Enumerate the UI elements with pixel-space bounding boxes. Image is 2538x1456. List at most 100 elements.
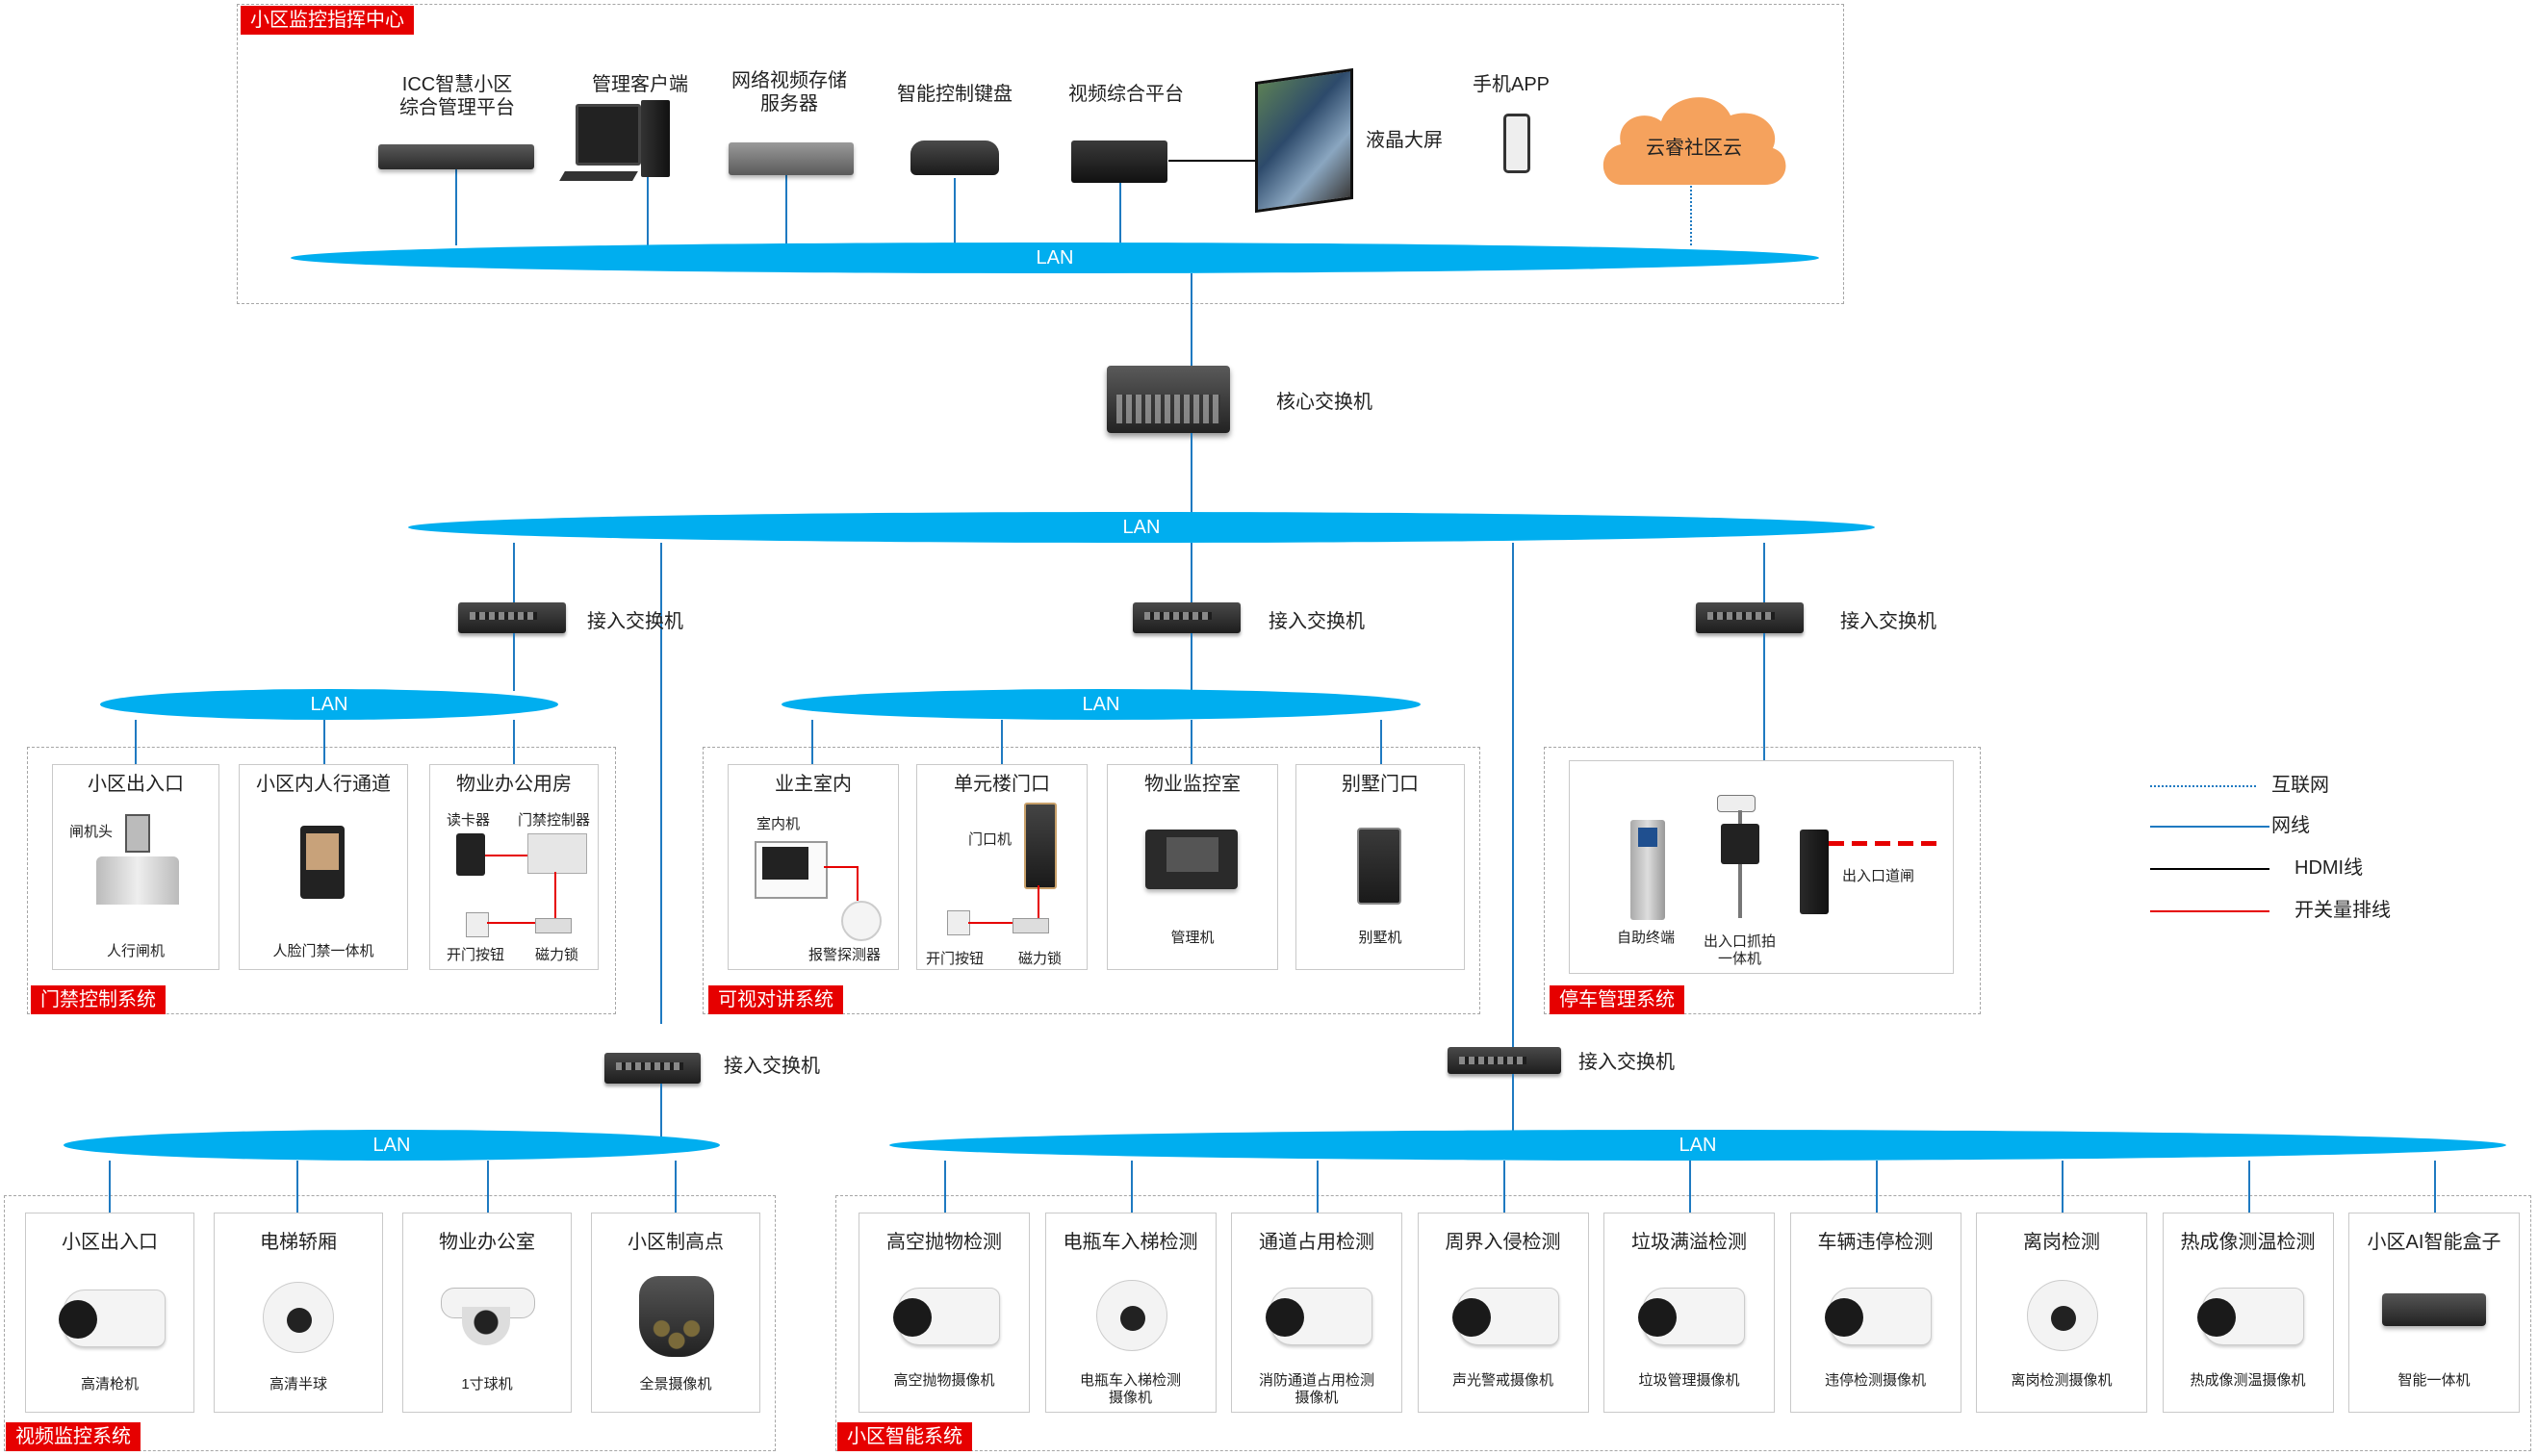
ac-label: 开门按钮	[447, 947, 505, 963]
nvr-icon	[729, 142, 854, 175]
barrier-arm	[1829, 841, 1936, 846]
indoor-monitor-screen	[762, 847, 808, 880]
access-switch-label: 接入交换机	[587, 611, 683, 632]
lan-bus-video: LAN	[64, 1130, 720, 1161]
smart-caption: 智能一体机	[2397, 1372, 2471, 1389]
signal-line	[485, 855, 527, 856]
ptz-camera-lens	[462, 1307, 510, 1345]
parking-label: 出入口道闸	[1842, 868, 1915, 884]
controller-icon	[527, 833, 587, 874]
lan-bus-smart: LAN	[889, 1130, 2506, 1161]
line-ic-3	[1191, 720, 1192, 764]
smart-card-title: 热成像测温检测	[2180, 1232, 2316, 1253]
legend-hdmi-label: HDMI线	[2294, 857, 2364, 879]
line-keyboard	[954, 178, 956, 245]
ai-box-icon	[2382, 1293, 2486, 1326]
dome-camera-icon	[1095, 1280, 1167, 1351]
hdmi-line	[1168, 160, 1255, 162]
dome-camera-icon	[2027, 1280, 2098, 1351]
command-center-region	[237, 4, 1844, 304]
intercom-region	[703, 747, 1480, 1014]
smart-card-title: 高空抛物检测	[886, 1232, 1002, 1253]
access-switch-label: 接入交换机	[724, 1056, 820, 1077]
ac-card-title: 小区内人行通道	[256, 774, 391, 795]
door-station-icon	[1024, 803, 1057, 889]
icc-server-icon	[378, 144, 534, 169]
access-switch-icon	[458, 602, 566, 633]
nvr-label: 网络视频存储 服务器	[731, 70, 847, 115]
ic-label: 别墅机	[1358, 930, 1402, 946]
ic-card-unit	[916, 764, 1088, 970]
signal-line-v	[554, 872, 556, 918]
ic-card-title: 别墅门口	[1342, 774, 1419, 795]
legend-switch-label: 开关量排线	[2294, 900, 2391, 921]
parking-label: 出入口抓拍 一体机	[1704, 933, 1777, 967]
smart-caption: 垃圾管理摄像机	[1638, 1372, 1740, 1389]
smart-caption: 声光警戒摄像机	[1451, 1372, 1554, 1389]
phone-icon	[1503, 114, 1530, 173]
bullet-camera-icon	[1266, 1288, 1372, 1345]
terminal-screen	[1638, 828, 1657, 847]
line-nvr	[785, 173, 787, 245]
ic-label: 室内机	[756, 816, 801, 832]
video-platform-icon	[1071, 140, 1167, 183]
line-v-1	[109, 1161, 111, 1213]
smart-caption: 消防通道占用检测 摄像机	[1258, 1372, 1375, 1406]
ac-label: 人脸门禁一体机	[272, 943, 374, 959]
line-smart	[1875, 1161, 1878, 1213]
parking-tag: 停车管理系统	[1550, 985, 1684, 1014]
villa-station-icon	[1357, 828, 1401, 905]
lcd-wall-icon	[1255, 67, 1353, 214]
video-card-title: 小区出入口	[62, 1232, 158, 1253]
smart-card-title: 垃圾满溢检测	[1631, 1232, 1747, 1253]
access-switch-icon	[1133, 602, 1241, 633]
video-tag: 视频监控系统	[6, 1422, 141, 1451]
line-mid-to-smart-switch	[1512, 543, 1514, 1053]
ac-card-entrance	[52, 764, 219, 970]
line-smart	[2062, 1161, 2064, 1213]
video-caption: 高清半球	[269, 1376, 328, 1392]
ic-label: 报警探测器	[808, 947, 882, 963]
ac-label: 磁力锁	[535, 947, 579, 963]
ic-label: 门口机	[968, 831, 1013, 848]
ac-label: 闸机头	[69, 824, 114, 840]
cloud-label: 云睿社区云	[1646, 138, 1742, 159]
line-smart	[1317, 1161, 1319, 1213]
smart-card-title: 电瓶车入梯检测	[1063, 1232, 1198, 1253]
line-smart	[2247, 1161, 2250, 1213]
smart-card-title: 小区AI智能盒子	[2367, 1232, 2501, 1253]
line-video-switch-to-lan	[660, 1084, 662, 1141]
access-control-region	[27, 747, 616, 1014]
signal-line-v	[1038, 885, 1039, 924]
lan-bus-intercom: LAN	[782, 689, 1421, 720]
lan-bus-middle: LAN	[408, 512, 1875, 543]
video-region	[4, 1195, 776, 1451]
smart-caption: 热成像测温摄像机	[2190, 1372, 2306, 1389]
smart-card-title: 车辆违停检测	[1817, 1232, 1934, 1253]
line-core-to-mid	[1191, 433, 1192, 514]
access-switch-label: 接入交换机	[1269, 611, 1365, 632]
access-switch-icon	[1696, 602, 1804, 633]
ac-label: 读卡器	[447, 812, 491, 829]
signal-line	[487, 922, 535, 924]
exit-button-icon	[947, 910, 970, 935]
signal-line	[824, 866, 859, 868]
line-smart	[1689, 1161, 1691, 1213]
barrier-gate-icon	[1800, 830, 1829, 914]
smart-card-title: 周界入侵检测	[1445, 1232, 1561, 1253]
line-ac-3	[513, 720, 515, 764]
lan-bus-top: LAN	[291, 243, 1819, 273]
magnetic-lock-icon	[535, 918, 572, 933]
ac-label: 门禁控制器	[518, 812, 591, 829]
access-switch-label: 接入交换机	[1840, 611, 1936, 632]
pc-keyboard-icon	[559, 171, 638, 181]
smart-card	[1789, 1213, 1961, 1413]
core-switch-ports	[1116, 395, 1220, 423]
signal-line	[968, 922, 1013, 924]
pc-monitor-icon	[576, 104, 641, 166]
legend-switch-line	[2150, 910, 2269, 912]
app-label: 手机APP	[1472, 74, 1551, 95]
bullet-camera-icon	[2196, 1288, 2304, 1345]
access-switch-label: 接入交换机	[1578, 1052, 1675, 1073]
bullet-camera-icon	[1638, 1288, 1745, 1345]
